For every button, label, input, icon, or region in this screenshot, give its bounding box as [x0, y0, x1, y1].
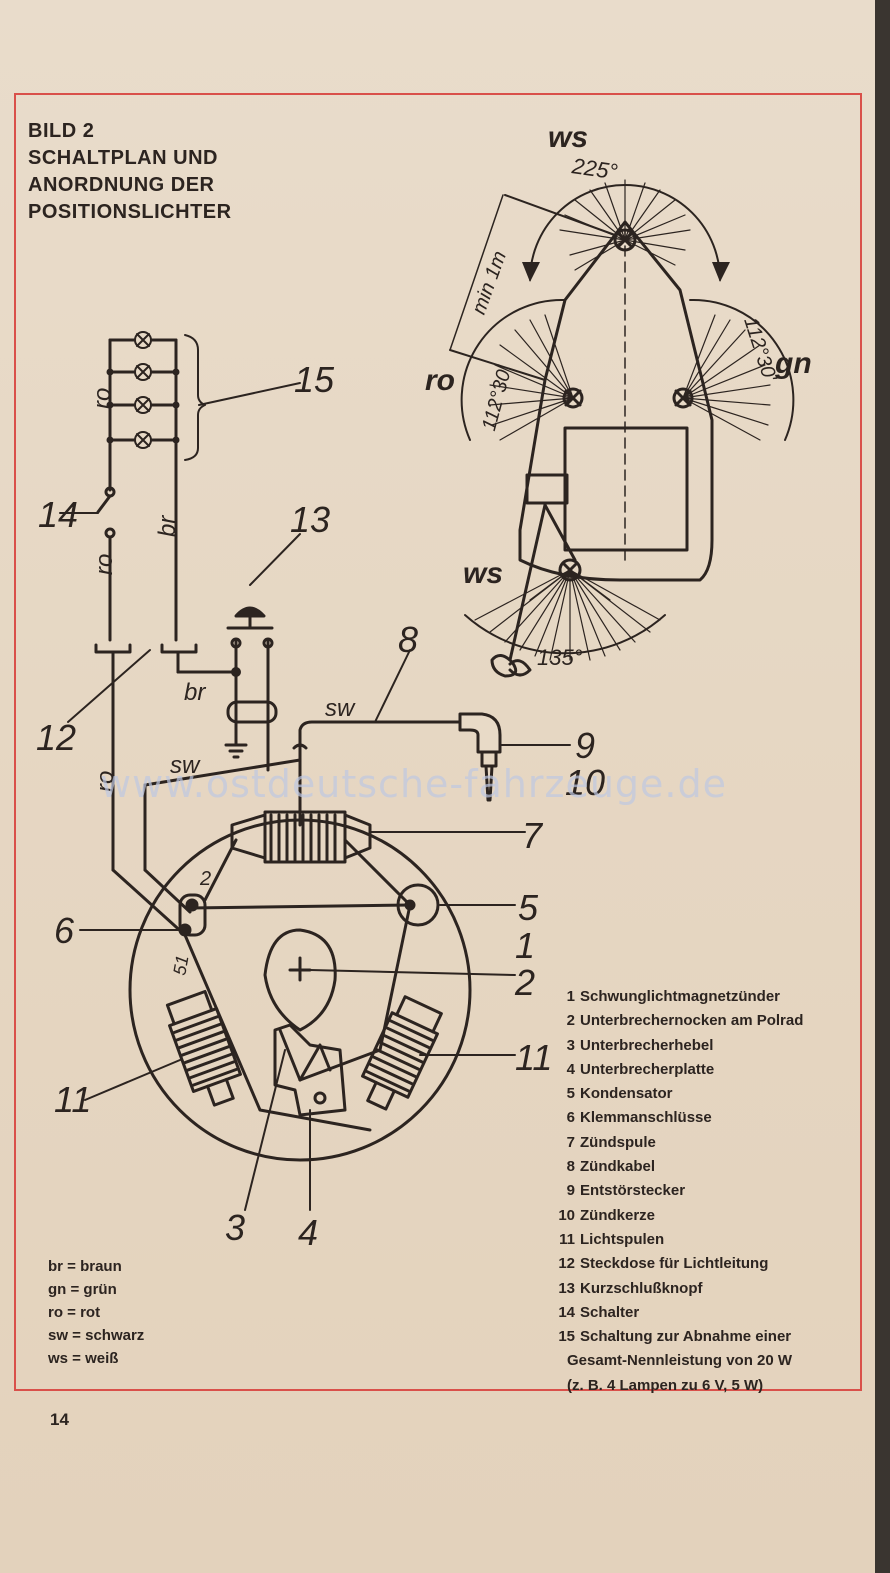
magneto-flywheel [79, 810, 526, 1211]
abbr-ws: ws = weiß [48, 1350, 119, 1367]
part-12-label: 12 [36, 717, 76, 758]
switch-14 [59, 486, 116, 642]
wire-label-ws-front: ws [548, 121, 588, 154]
abbr-gn: gn = grün [48, 1281, 117, 1298]
figure-frame [14, 93, 862, 1391]
part-10-label: 10 [565, 762, 605, 803]
ignition-lead [143, 649, 571, 872]
legend-continuation: (z. B. 4 Lampen zu 6 V, 5 W) [567, 1376, 764, 1394]
distance-label: min 1m [468, 248, 511, 317]
diagram-labels: 15 14 13 12 8 9 10 7 5 1 2 11 11 6 3 4 2… [36, 121, 812, 1253]
part-2-label: 2 [514, 962, 535, 1003]
part-3-label: 3 [225, 1207, 245, 1248]
wire-label-ro-switch: ro [91, 554, 118, 575]
angle-left: 112°30' [478, 363, 517, 434]
wire-label-ro-lamps: ro [89, 388, 116, 409]
wire-label-sw-upper: sw [325, 695, 356, 722]
wire-label-ro-lower: ro [92, 771, 119, 792]
lamp-icon [134, 331, 152, 449]
page-number: 14 [50, 1410, 69, 1429]
abbr-sw: sw = schwarz [48, 1327, 145, 1344]
short-circuit-button-13 [224, 533, 301, 772]
wire-label-gn-side: gn [774, 347, 812, 380]
abbr-ro: ro = rot [48, 1304, 101, 1321]
title-line-1: BILD 2 [28, 120, 95, 142]
wire-label-ro-side: ro [425, 364, 455, 397]
lamp-circuit [106, 331, 301, 492]
part-8-label: 8 [398, 619, 418, 660]
figure-title: BILD 2 SCHALTPLAN UND ANORDNUNG DER POSI… [28, 118, 232, 226]
abbr-br: br = braun [48, 1258, 122, 1275]
title-line-3: ANORDNUNG DER [28, 174, 215, 196]
part-1-label: 1 [515, 925, 535, 966]
terminal-51-label: 51 [169, 954, 192, 977]
part-7-label: 7 [522, 815, 544, 856]
wire-label-sw-lower: sw [170, 752, 201, 779]
part-13-label: 13 [290, 499, 330, 540]
part-11-right-label: 11 [515, 1037, 552, 1078]
watermark: www.ostdeutsche-fahrzeuge.de [100, 762, 727, 806]
part-9-label: 9 [575, 725, 595, 766]
part-11-left-label: 11 [54, 1079, 91, 1120]
color-abbreviations: br = braun gn = grün ro = rot sw = schwa… [48, 1255, 144, 1370]
wire-label-br-horizontal: br [184, 679, 206, 706]
title-line-2: SCHALTPLAN UND [28, 147, 218, 169]
wire-label-br-vertical: br [154, 515, 181, 537]
legend-continuation: Gesamt-Nennleistung von 20 W [567, 1352, 793, 1370]
part-4-label: 4 [298, 1212, 318, 1253]
socket-12 [67, 643, 238, 872]
part-15-label: 15 [294, 359, 335, 400]
angle-rear: 135° [537, 645, 583, 670]
terminal-2-label: 2 [199, 868, 211, 890]
position-lights-layout [449, 179, 795, 678]
part-6-label: 6 [54, 910, 75, 951]
title-line-4: POSITIONSLICHTER [28, 201, 232, 223]
angle-front: 225° [570, 153, 620, 184]
wire-label-ws-rear: ws [463, 557, 503, 590]
part-14-label: 14 [38, 494, 78, 535]
part-5-label: 5 [518, 887, 539, 928]
